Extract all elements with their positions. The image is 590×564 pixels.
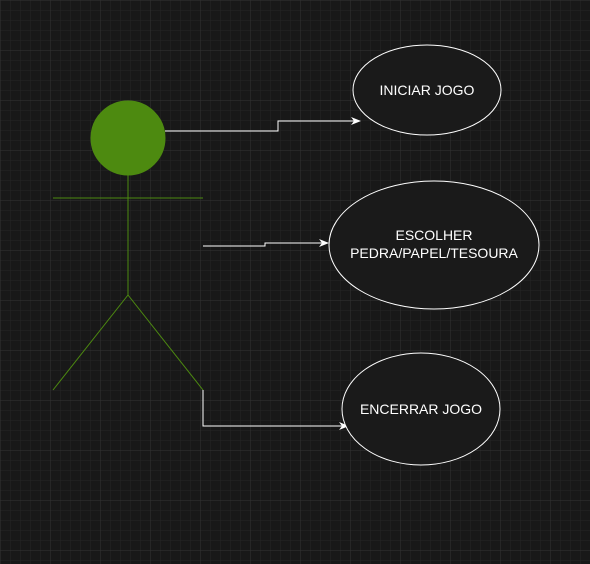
connector-start[interactable]: [165, 117, 361, 132]
use-case-choose-label-line2: PEDRA/PAPEL/TESOURA: [350, 245, 518, 261]
connector-choose[interactable]: [203, 239, 329, 247]
use-case-end-label: ENCERRAR JOGO: [360, 401, 482, 417]
actor[interactable]: [52, 100, 204, 391]
use-case-start-label: INICIAR JOGO: [380, 82, 475, 98]
use-case-end[interactable]: ENCERRAR JOGO: [341, 352, 501, 466]
use-case-start[interactable]: INICIAR JOGO: [352, 44, 502, 136]
use-case-choose-ellipse: [328, 180, 540, 310]
use-case-choose[interactable]: ESCOLHER PEDRA/PAPEL/TESOURA: [328, 180, 540, 310]
connector-end[interactable]: [202, 390, 349, 430]
use-case-choose-label-line1: ESCOLHER: [395, 227, 472, 243]
actor-right-leg: [127, 294, 204, 391]
actor-left-leg: [52, 294, 129, 391]
use-case-start-ellipse: [352, 44, 502, 136]
actor-head: [90, 100, 166, 176]
use-case-end-ellipse: [341, 352, 501, 466]
